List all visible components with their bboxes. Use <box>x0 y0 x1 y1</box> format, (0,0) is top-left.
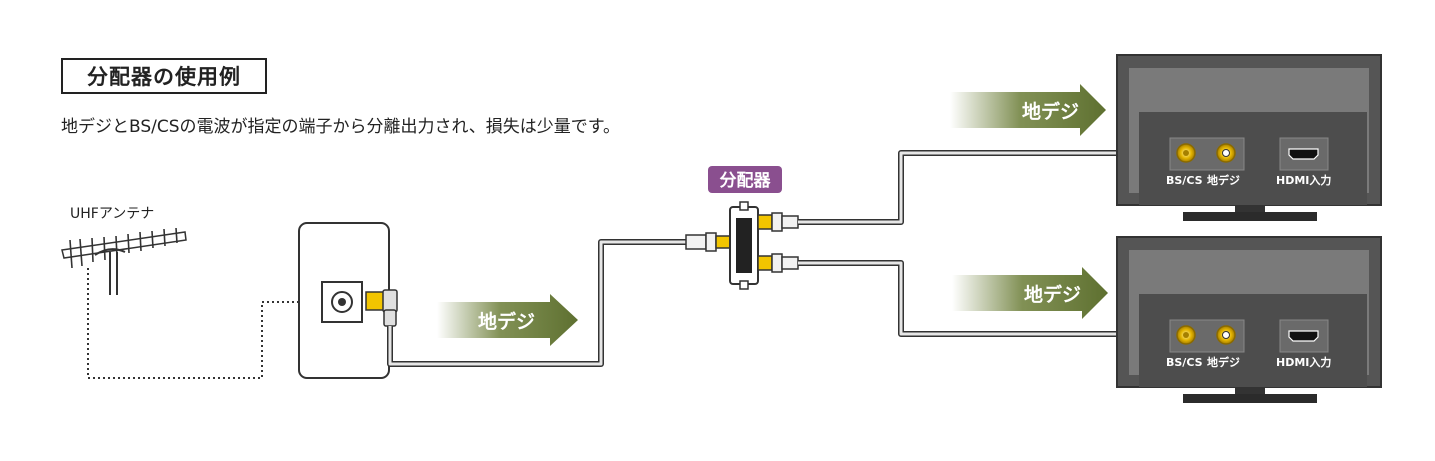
tv2-hdmi-label: HDMI入力 <box>1276 355 1331 369</box>
signal-arrow-1 <box>437 294 578 346</box>
splitter-label: 分配器 <box>720 171 772 191</box>
tv2-bscs-label: BS/CS <box>1166 356 1203 369</box>
antenna-cable <box>87 268 300 379</box>
tv-1 <box>1116 54 1382 221</box>
splitter-label-badge <box>708 166 782 193</box>
arrow-label-1: 地デジ <box>478 310 535 333</box>
hdmi-port-icon <box>1288 148 1319 160</box>
page-title: 分配器の使用例 <box>61 58 267 94</box>
tv1-hdmi-label: HDMI入力 <box>1276 173 1331 187</box>
description-text: 地デジとBS/CSの電波が指定の端子から分離出力され、損失は少量です。 <box>61 117 621 137</box>
signal-arrow-3 <box>952 267 1108 319</box>
tv2-terrestrial-label: 地デジ <box>1207 355 1240 369</box>
splitter-icon <box>685 201 799 290</box>
tv-2 <box>1116 236 1382 403</box>
wall-outlet <box>298 222 398 379</box>
hdmi-port-icon <box>1288 330 1319 342</box>
uhf-antenna-icon <box>61 227 187 295</box>
arrow-label-3: 地デジ <box>1024 283 1081 306</box>
tv1-bscs-label: BS/CS <box>1166 174 1203 187</box>
antenna-label: UHFアンテナ <box>70 206 154 222</box>
signal-arrow-2 <box>950 84 1106 136</box>
tv1-terrestrial-label: 地デジ <box>1207 173 1240 187</box>
connector-icon <box>365 291 385 311</box>
arrow-label-2: 地デジ <box>1022 100 1079 123</box>
